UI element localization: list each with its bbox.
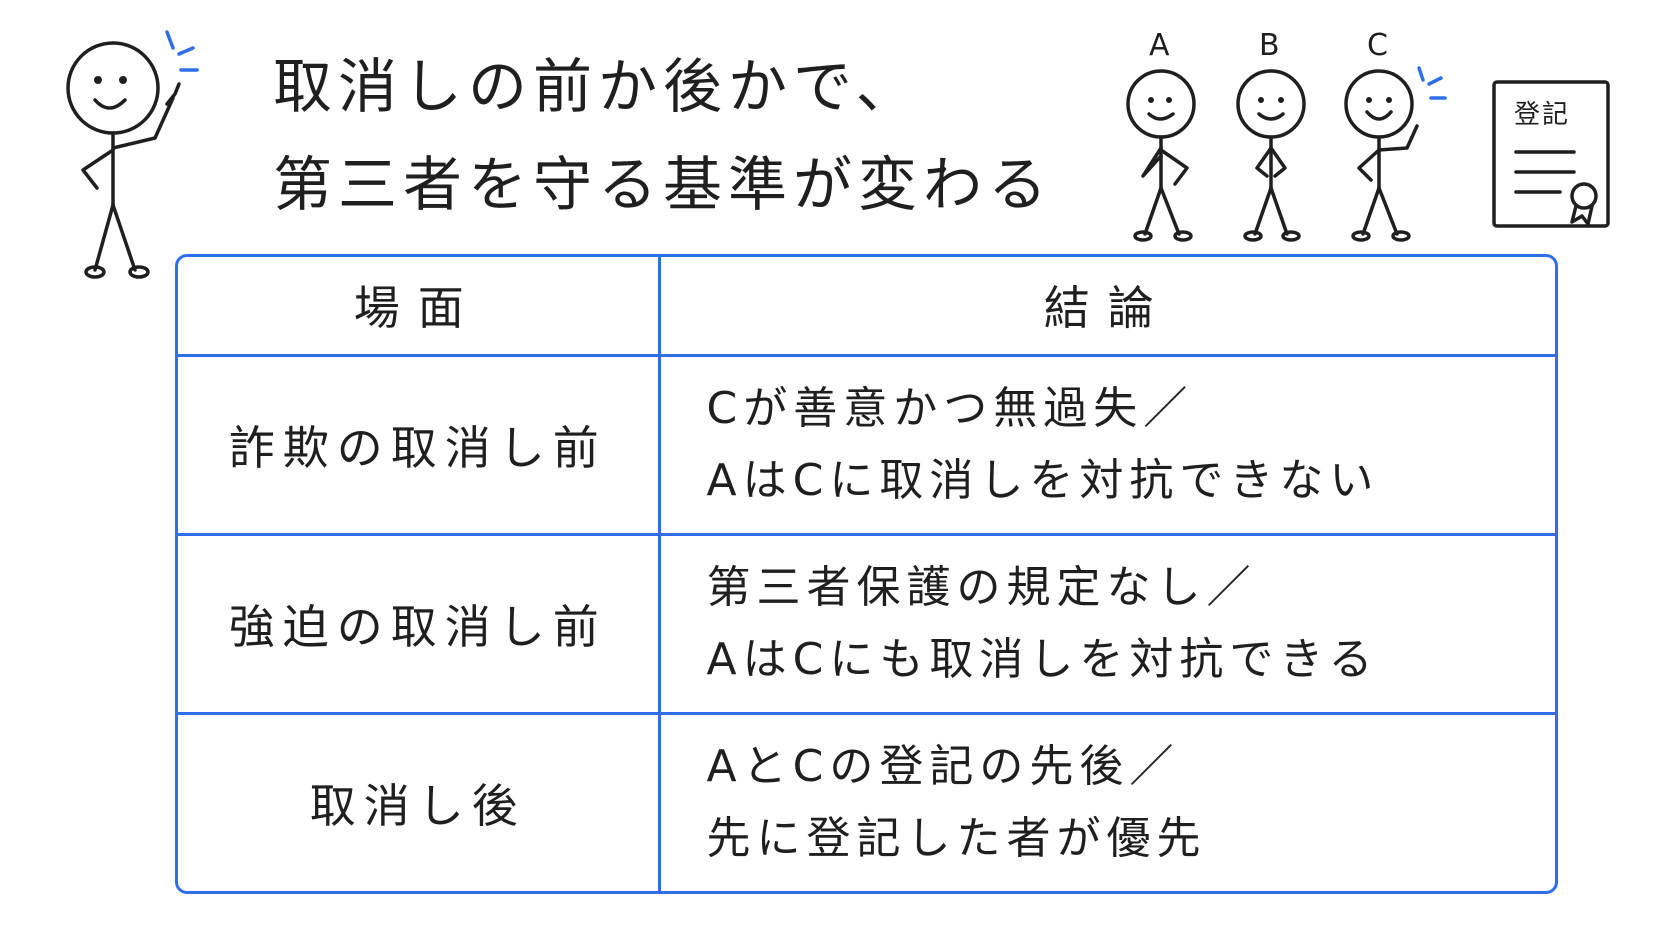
conclusion-line: 第三者保護の規定なし／ <box>706 561 1257 613</box>
conclusion-cell: AとCの登記の先後／ 先に登記した者が優先 <box>657 712 1555 891</box>
conclusion-line: Cが善意かつ無過失／ <box>706 382 1194 434</box>
person-a-label: A <box>1149 28 1170 63</box>
person-a-figure <box>1126 69 1196 242</box>
person-c-figure <box>1344 66 1447 242</box>
presenter-figure <box>66 30 199 279</box>
scene-cell: 詐欺の取消し前 <box>178 353 661 536</box>
table-header-row: 場面 結論 <box>178 257 1555 357</box>
conclusion-line: AはCにも取消しを対抗できる <box>706 633 1379 685</box>
table-row: 詐欺の取消し前 Cが善意かつ無過失／ AはCに取消しを対抗できない <box>178 353 1555 536</box>
person-b-figure <box>1236 69 1306 242</box>
page-title: 取消しの前か後かで、 第三者を守る基準が変わる <box>273 38 1073 234</box>
registration-document-label: 登記 <box>1514 100 1571 130</box>
title-line-1: 取消しの前か後かで、 <box>273 52 921 121</box>
scene-cell: 強迫の取消し前 <box>178 532 661 716</box>
person-c-label: C <box>1367 28 1388 63</box>
header-conclusion: 結論 <box>657 257 1555 357</box>
table-row: 強迫の取消し前 第三者保護の規定なし／ AはCにも取消しを対抗できる <box>178 532 1555 716</box>
conclusion-line: AとCの登記の先後／ <box>706 741 1180 793</box>
conclusion-cell: Cが善意かつ無過失／ AはCに取消しを対抗できない <box>657 353 1555 536</box>
conclusion-line: AはCに取消しを対抗できない <box>706 454 1380 506</box>
scene-cell: 取消し後 <box>178 712 661 891</box>
conclusion-cell: 第三者保護の規定なし／ AはCにも取消しを対抗できる <box>657 532 1555 716</box>
header-scene: 場面 <box>178 257 661 357</box>
comparison-table: 場面 結論 詐欺の取消し前 Cが善意かつ無過失／ AはCに取消しを対抗できない … <box>175 254 1558 894</box>
person-b-label: B <box>1259 28 1280 63</box>
conclusion-line: 先に登記した者が優先 <box>706 813 1207 865</box>
registration-document-icon <box>1492 80 1610 228</box>
title-line-2: 第三者を守る基準が変わる <box>273 150 1054 219</box>
table-row: 取消し後 AとCの登記の先後／ 先に登記した者が優先 <box>178 712 1555 891</box>
